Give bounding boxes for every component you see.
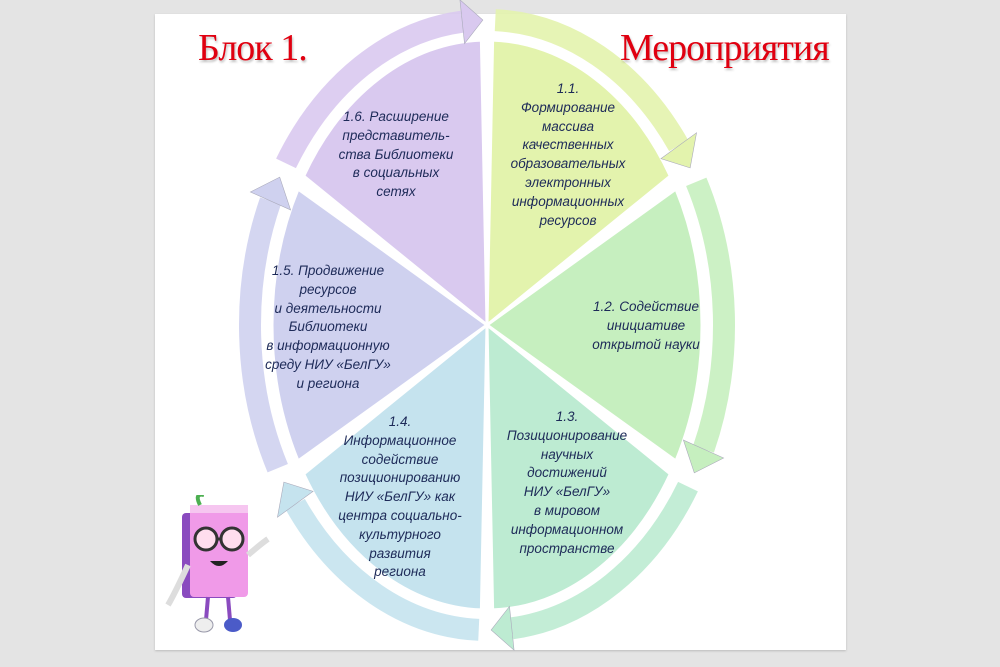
arrowhead-icon	[490, 605, 515, 651]
arrowhead-icon	[277, 481, 314, 518]
segment-wedge-1-6	[301, 38, 489, 329]
segment-wedge-1-2	[484, 186, 704, 464]
cycle-arrow-1-4	[285, 498, 480, 641]
book-mascot-illustration	[165, 495, 270, 633]
cycle-arrow-1-5	[239, 197, 288, 473]
arrowhead-icon	[459, 0, 484, 45]
cycle-arrow-1-6	[276, 10, 464, 169]
segment-wedge-1-1	[485, 38, 673, 329]
arrowhead-icon	[249, 176, 292, 211]
segment-wedge-1-5	[270, 186, 490, 464]
block-title: Блок 1.	[198, 27, 308, 69]
events-title: Мероприятия	[620, 27, 830, 69]
arrowhead-icon	[660, 132, 697, 169]
cycle-arrow-1-3	[510, 481, 698, 640]
cycle-arrow-1-1	[494, 9, 689, 152]
segment-wedge-1-4	[301, 321, 489, 612]
segment-wedge-1-3	[485, 321, 673, 612]
arrowhead-icon	[682, 439, 725, 474]
cycle-arrow-1-2	[686, 177, 735, 453]
